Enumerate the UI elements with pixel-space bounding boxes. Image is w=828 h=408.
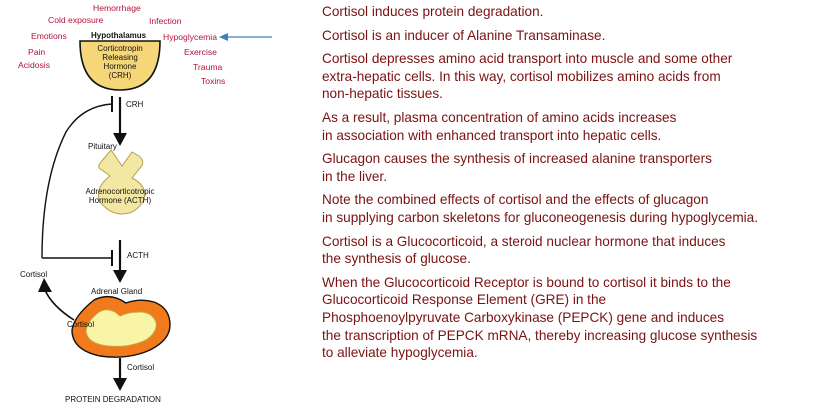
pituitary-shape [97, 149, 146, 215]
feedback-cortisol-label: Cortisol [20, 270, 48, 279]
pituitary-label: Pituitary [88, 142, 117, 151]
stressor-emotions: Emotions [31, 31, 67, 41]
pointer-arrow-head [219, 33, 228, 41]
output-cortisol-label: Cortisol [127, 363, 155, 372]
adrenal-gland-label: Adrenal Gland [91, 287, 143, 296]
note-7: Cortisol is a Glucocorticoid, a steroid … [322, 233, 726, 267]
note-2: Cortisol is an inducer of Alanine Transa… [322, 27, 606, 43]
stressor-toxins: Toxins [201, 76, 226, 86]
stressor-hypoglycemia: Hypoglycemia [163, 32, 217, 42]
output-arrow-head [113, 378, 127, 391]
adrenal-cortisol-label: Cortisol [67, 320, 95, 329]
stressor-exercise: Exercise [184, 47, 217, 57]
hpa-axis-diagram: Hemorrhage Cold exposure Infection Emoti… [0, 0, 300, 408]
stressor-trauma: Trauma [193, 62, 223, 72]
note-5: Glucagon causes the synthesis of increas… [322, 151, 712, 184]
crh-arrow-head [113, 133, 127, 146]
crh-arrow-label: CRH [126, 100, 144, 109]
stressor-pain: Pain [28, 47, 46, 57]
stressor-cold-exposure: Cold exposure [48, 15, 104, 25]
acth-arrow-label: ACTH [127, 251, 149, 260]
note-1: Cortisol induces protein degradation. [322, 4, 544, 19]
note-3: Cortisol depresses amino acid transport … [322, 51, 733, 102]
adrenal-gland-inner [85, 309, 157, 347]
crh-hormone-label: Corticotropin Releasing Hormone (CRH) [97, 44, 143, 80]
stressor-acidosis: Acidosis [18, 60, 50, 70]
note-4: As a result, plasma concentration of ami… [322, 109, 677, 143]
stressor-hemorrhage: Hemorrhage [93, 3, 141, 13]
stressor-infection: Infection [149, 16, 182, 26]
hypothalamus-label: Hypothalamus [91, 31, 147, 40]
note-6: Note the combined effects of cortisol an… [322, 192, 759, 225]
hypothalamus-shape [79, 40, 161, 91]
note-8: When the Glucocorticoid Receptor is boun… [322, 274, 758, 361]
diagram-graphics [38, 33, 272, 391]
acth-arrow-head [113, 270, 127, 283]
protein-degradation-label: PROTEIN DEGRADATION [65, 395, 161, 404]
notes-panel: Cortisol induces protein degradation. Co… [322, 3, 822, 368]
cortisol-rise-arrow-head [38, 278, 52, 292]
acth-hormone-label: Adrenocorticotropic Hormone (ACTH) [85, 187, 155, 205]
